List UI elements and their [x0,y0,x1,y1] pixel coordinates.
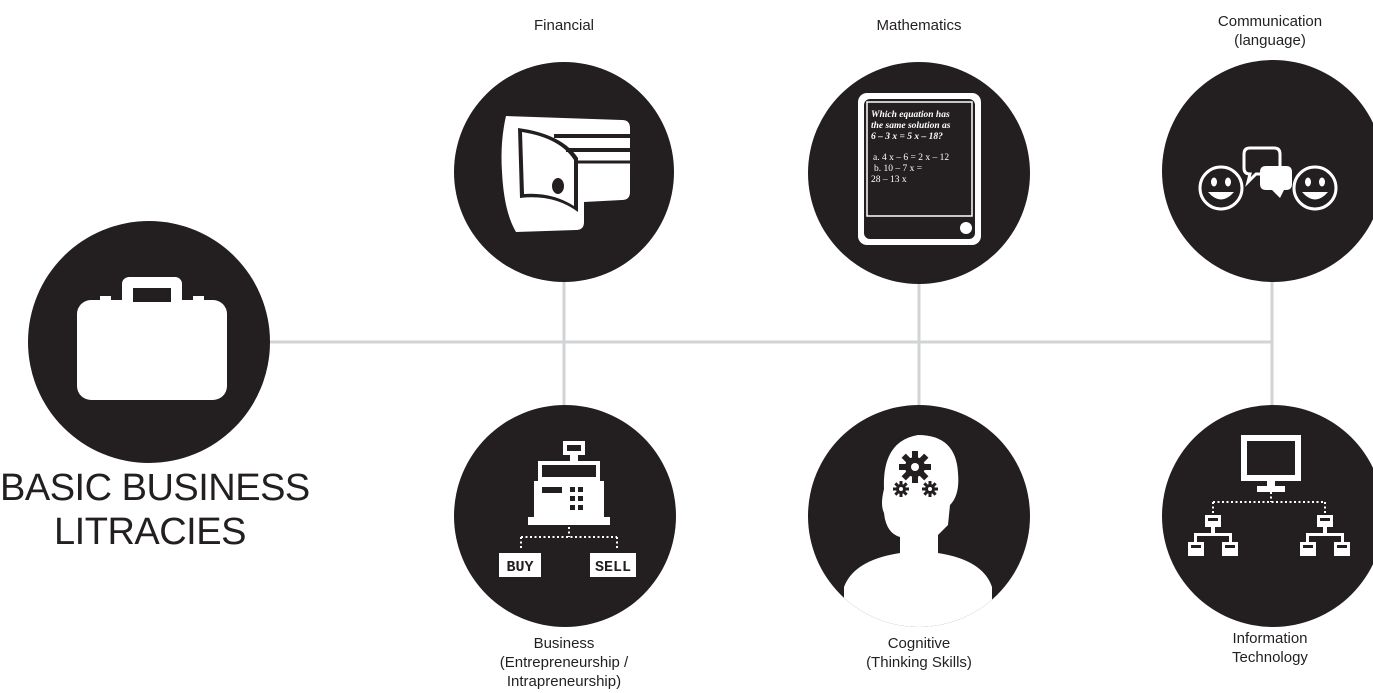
tablet-icon [858,93,981,245]
answer-line: 28 – 13 x [871,175,907,185]
wallet-icon [501,116,630,232]
chat-icon [1198,146,1338,211]
label-communication-line2: (language) [1234,32,1306,49]
network-icon [1188,435,1350,556]
briefcase-icon [77,277,227,400]
label-communication: Communication (language) [1170,12,1370,50]
question-line: 6 – 3 x = 5 x – 18? [871,132,943,142]
question-line: the same solution as [871,121,951,131]
main-title: BASIC BUSINESS LITRACIES [0,466,310,554]
label-it-line2: Technology [1232,649,1308,666]
main-title-line2: LITRACIES [54,511,246,553]
mathematics-circle: Which equation has the same solution as … [808,62,1030,284]
label-cognitive-line2: (Thinking Skills) [866,654,972,671]
label-business: Business (Entrepreneurship / Intrapreneu… [464,634,664,691]
answer-line: a. 4 x – 6 = 2 x – 12 [873,153,950,163]
tablet-screen-text: Which equation has the same solution as … [871,110,971,186]
tablet-question: Which equation has the same solution as … [871,110,971,143]
it-circle [1162,405,1373,627]
sell-label: SELL [595,559,631,576]
label-financial: Financial [464,16,664,35]
label-business-line1: Business [533,635,595,652]
label-business-line2: (Entrepreneurship / [499,654,629,671]
label-communication-line1: Communication [1217,13,1323,30]
label-financial-line1: Financial [533,17,595,34]
label-mathematics: Mathematics [819,16,1019,35]
label-mathematics-line1: Mathematics [876,17,962,34]
cash-register-icon: BUY SELL [499,441,636,577]
communication-circle [1162,60,1373,282]
tablet-answers: a. 4 x – 6 = 2 x – 12 b. 10 – 7 x = 28 –… [871,153,971,186]
main-title-line1: BASIC BUSINESS [0,467,310,509]
head-gears-icon [844,435,992,627]
financial-circle [454,62,674,282]
buy-label: BUY [506,559,533,576]
business-circle: BUY SELL [454,405,676,627]
answer-line: b. 10 – 7 x = [874,164,923,174]
label-it: Information Technology [1170,629,1370,667]
briefcase-circle [28,221,270,463]
label-cognitive-line1: Cognitive [887,635,951,652]
label-it-line1: Information [1232,630,1308,647]
cognitive-circle [808,405,1030,627]
label-cognitive: Cognitive (Thinking Skills) [819,634,1019,672]
label-business-line3: Intrapreneurship) [506,673,622,690]
question-line: Which equation has [871,110,950,120]
